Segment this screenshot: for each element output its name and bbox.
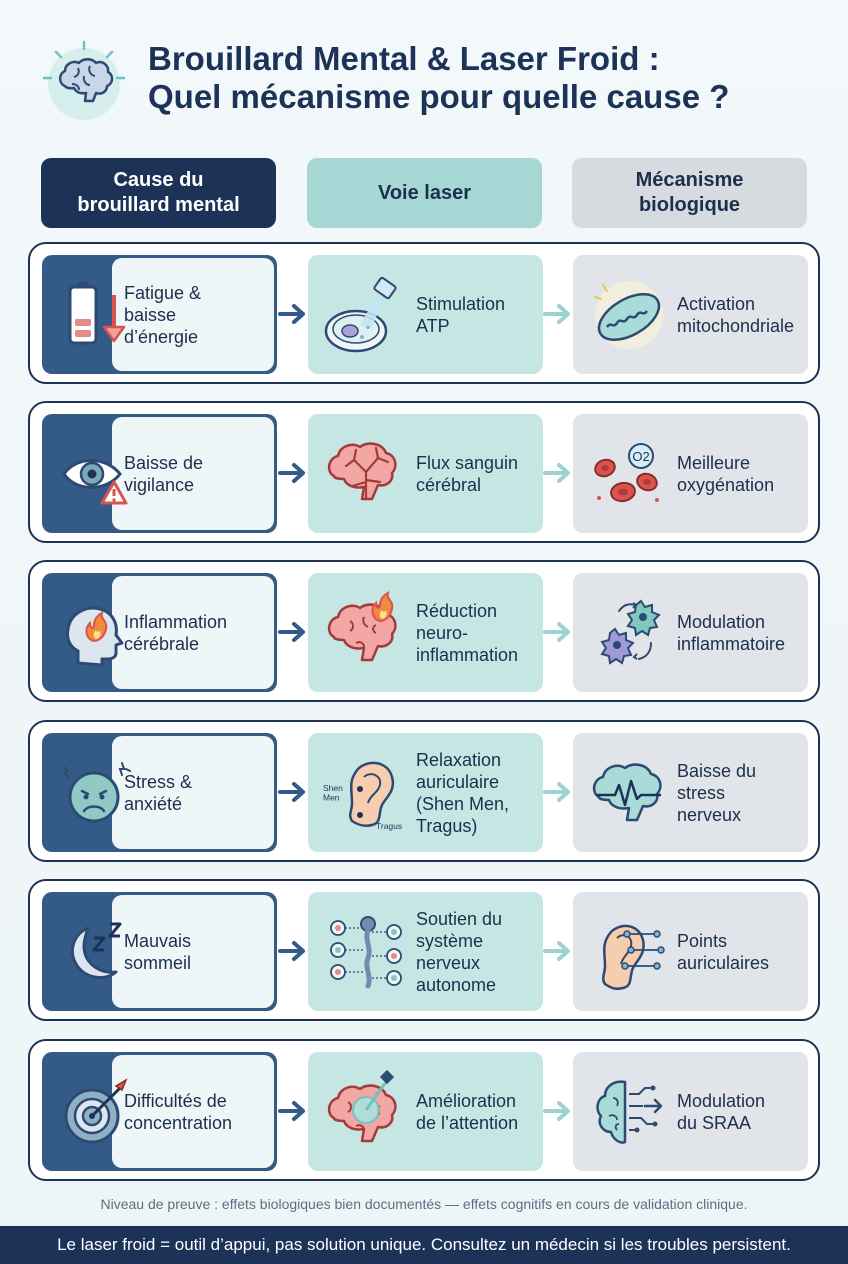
- cause-cell: Inflammation cérébrale: [42, 573, 277, 692]
- mecanisme-cell: Modulation inflammatoire: [573, 573, 808, 692]
- cause-cell: Fatigue & baisse d’énergie: [42, 255, 277, 374]
- mecanisme-label: Baisse du stress nerveux: [677, 760, 757, 825]
- evidence-note: Niveau de preuve : effets biologiques bi…: [100, 1196, 748, 1212]
- cause-inner: Inflammation cérébrale: [112, 576, 274, 689]
- cause-label: Inflammation cérébrale: [124, 611, 228, 654]
- moon-zz-icon: [71, 922, 122, 980]
- voie-cell: Soutien du système nerveux autonome: [308, 892, 543, 1011]
- column-header-cause-line1: Cause du: [113, 169, 204, 191]
- column-header-cause: Cause du brouillard mental: [41, 158, 276, 228]
- mecanisme-cell: Baisse du stress nerveux: [573, 733, 808, 852]
- head-flame-icon: [66, 606, 124, 667]
- cause-label: Baisse de vigilance: [124, 452, 204, 495]
- column-header-voie-label: Voie laser: [377, 181, 472, 204]
- cause-label: Difficultés de concentration: [124, 1090, 233, 1133]
- column-header-meca-line1: Mécanisme: [635, 169, 744, 191]
- battery-low-icon: [68, 282, 126, 345]
- cause-label: Stress & anxiété: [124, 771, 193, 814]
- brain-glow-icon: [42, 40, 126, 120]
- voie-cell: Stimulation ATP: [308, 255, 543, 374]
- brain-circuit-icon: [596, 1080, 663, 1144]
- cause-label: Fatigue & baisse d’énergie: [124, 282, 202, 347]
- cause-inner: Baisse de vigilance: [112, 417, 274, 530]
- arrow-right-icon: [278, 622, 305, 642]
- column-header-voie: Voie laser: [307, 158, 542, 228]
- voie-label: Réduction neuro- inflammation: [416, 600, 519, 665]
- mecanisme-label: Modulation du SRAA: [677, 1090, 766, 1133]
- arrow-right-icon: [543, 463, 570, 483]
- voie-label: Stimulation ATP: [416, 293, 506, 336]
- petri-laser-icon: [324, 276, 397, 353]
- cause-cell: Difficultés de concentration: [42, 1052, 277, 1171]
- voie-cell: Amélioration de l’attention: [308, 1052, 543, 1171]
- cause-inner: Stress & anxiété: [112, 736, 274, 849]
- voie-cell: Réduction neuro- inflammation: [308, 573, 543, 692]
- arrow-right-icon: [278, 304, 305, 324]
- arrow-right-icon: [543, 1101, 570, 1121]
- mecanisme-cell: O2 Meilleure oxygénation: [573, 414, 808, 533]
- mecanisme-label: Points auriculaires: [677, 930, 770, 973]
- cause-inner: Difficultés de concentration: [112, 1055, 274, 1168]
- cause-label: Mauvais sommeil: [124, 930, 192, 973]
- arrow-right-icon: [543, 622, 570, 642]
- arrow-right-icon: [278, 941, 305, 961]
- brain-vessels-icon: [327, 442, 397, 501]
- footer-banner: Le laser froid = outil d’appui, pas solu…: [0, 1226, 848, 1264]
- o2-badge-text: O2: [632, 449, 649, 464]
- mitochondria-icon: [594, 281, 663, 349]
- ear-label-tragus: Tragus: [376, 821, 402, 831]
- row-fatigue: Fatigue & baisse d’énergie Stimulation A…: [28, 242, 820, 384]
- brain-laser-icon: [327, 1070, 397, 1143]
- page-title: Brouillard Mental & Laser Froid : Quel m…: [148, 40, 729, 116]
- footer-text: Le laser froid = outil d’appui, pas solu…: [57, 1235, 791, 1254]
- column-header-meca-line2: biologique: [638, 194, 741, 216]
- voie-label: Amélioration de l’attention: [416, 1090, 519, 1133]
- arrow-right-icon: [543, 304, 570, 324]
- column-header-cause-line2: brouillard mental: [77, 194, 240, 216]
- mecanisme-label: Activation mitochondriale: [677, 293, 795, 336]
- row-inflammation: Inflammation cérébrale Réduction neuro- …: [28, 560, 820, 702]
- voie-cell: Flux sanguin cérébral: [308, 414, 543, 533]
- arrow-right-icon: [278, 1101, 305, 1121]
- mecanisme-cell: Modulation du SRAA: [573, 1052, 808, 1171]
- arrow-right-icon: [543, 782, 570, 802]
- cause-cell: Stress & anxiété: [42, 733, 277, 852]
- red-blood-cells-o2-icon: O2: [594, 443, 659, 503]
- arrow-right-icon: [543, 941, 570, 961]
- nervous-system-icon: [330, 916, 402, 989]
- voie-label: Flux sanguin cérébral: [416, 452, 519, 495]
- brain-flame-icon: [327, 591, 397, 662]
- column-header-mecanisme: Mécanisme biologique: [572, 158, 807, 228]
- target-arrow-icon: [64, 1078, 128, 1144]
- voie-label: Soutien du système nerveux autonome: [416, 908, 503, 995]
- immune-cells-icon: [600, 599, 661, 665]
- arrow-right-icon: [278, 782, 305, 802]
- cause-inner: Mauvais sommeil: [112, 895, 274, 1008]
- arrow-right-icon: [278, 463, 305, 483]
- cause-cell: Mauvais sommeil: [42, 892, 277, 1011]
- title-line-1: Brouillard Mental & Laser Froid :: [148, 40, 660, 77]
- title-line-2: Quel mécanisme pour quelle cause ?: [148, 78, 730, 115]
- mecanisme-cell: Points auriculaires: [573, 892, 808, 1011]
- row-vigilance: Baisse de vigilance Flux sanguin cérébra…: [28, 401, 820, 543]
- row-concentration: Difficultés de concentration Amélioratio…: [28, 1039, 820, 1181]
- brain-pulse-icon: [592, 763, 662, 822]
- row-sommeil: Mauvais sommeil Soutien du système nerve…: [28, 879, 820, 1021]
- cause-cell: Baisse de vigilance: [42, 414, 277, 533]
- mecanisme-cell: Activation mitochondriale: [573, 255, 808, 374]
- ear-nodes-icon: [601, 924, 665, 991]
- eye-warning-icon: [62, 459, 128, 505]
- cause-inner: Fatigue & baisse d’énergie: [112, 258, 274, 371]
- anxious-face-icon: [62, 762, 131, 823]
- mecanisme-label: Modulation inflammatoire: [677, 611, 786, 654]
- voie-label: Relaxation auriculaire (Shen Men, Tragus…: [416, 749, 510, 836]
- mecanisme-label: Meilleure oxygénation: [677, 452, 775, 495]
